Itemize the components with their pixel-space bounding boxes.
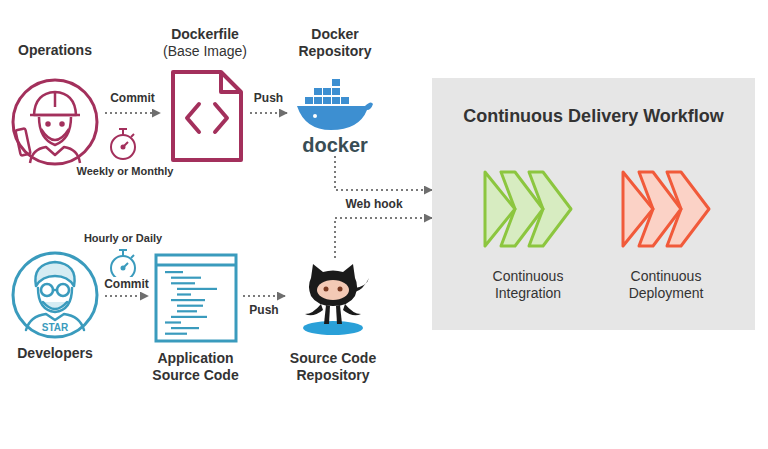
dotted-arrow bbox=[243, 295, 285, 297]
dotted-arrow bbox=[335, 156, 432, 190]
stopwatch-icon bbox=[111, 129, 135, 159]
icon-node: Docker Repository docker bbox=[287, 26, 383, 156]
shirt-text: STAR bbox=[10, 322, 100, 333]
code-window-icon bbox=[153, 252, 239, 344]
stage-label: Continuous Deployment bbox=[610, 268, 722, 302]
node-subheading: (Base Image) bbox=[163, 43, 247, 60]
dotted-arrow bbox=[335, 218, 432, 258]
dotted-arrow bbox=[105, 112, 160, 114]
edge-label: Push bbox=[252, 91, 285, 105]
operations-icon bbox=[10, 77, 100, 167]
dockerfile-icon bbox=[165, 68, 245, 164]
stopwatch-icon bbox=[111, 250, 135, 280]
icon-node: Source Code Repository bbox=[285, 258, 381, 384]
icon-node: Dockerfile(Base Image) bbox=[160, 26, 250, 164]
node-heading: Dockerfile bbox=[171, 26, 239, 43]
timing-note: Weekly or Monthly bbox=[77, 165, 174, 177]
node-heading: Source Code Repository bbox=[285, 350, 381, 384]
icon-node: Operations bbox=[5, 42, 105, 167]
node-heading: Docker Repository bbox=[287, 26, 383, 60]
icon-node: Application Source Code bbox=[148, 252, 243, 384]
docker-logo bbox=[293, 76, 377, 134]
chevron-icon bbox=[619, 168, 713, 250]
dotted-arrow bbox=[105, 295, 148, 297]
node-heading: Operations bbox=[18, 42, 92, 59]
github-icon bbox=[293, 258, 373, 338]
edge-label: Commit bbox=[102, 277, 151, 291]
edge-label: Commit bbox=[108, 91, 157, 105]
workflow-stage: Continuous Integration bbox=[472, 168, 584, 302]
logo-wordmark: docker bbox=[302, 134, 368, 156]
dotted-arrow bbox=[250, 112, 287, 114]
node-heading: Developers bbox=[17, 345, 92, 362]
workflow-panel: Continuous Delivery WorkflowContinuous I… bbox=[432, 78, 755, 330]
node-heading: Application Source Code bbox=[148, 350, 243, 384]
stage-label: Continuous Integration bbox=[472, 268, 584, 302]
icon-node: STAR Developers bbox=[5, 250, 105, 362]
developer-icon: STAR bbox=[10, 250, 100, 340]
panel-title: Continuous Delivery Workflow bbox=[432, 106, 755, 127]
workflow-stage: Continuous Deployment bbox=[610, 168, 722, 302]
chevron-icon bbox=[481, 168, 575, 250]
timing-note: Hourly or Daily bbox=[84, 232, 162, 244]
edge-label: Push bbox=[247, 303, 280, 317]
edge-label: Web hook bbox=[343, 197, 404, 211]
